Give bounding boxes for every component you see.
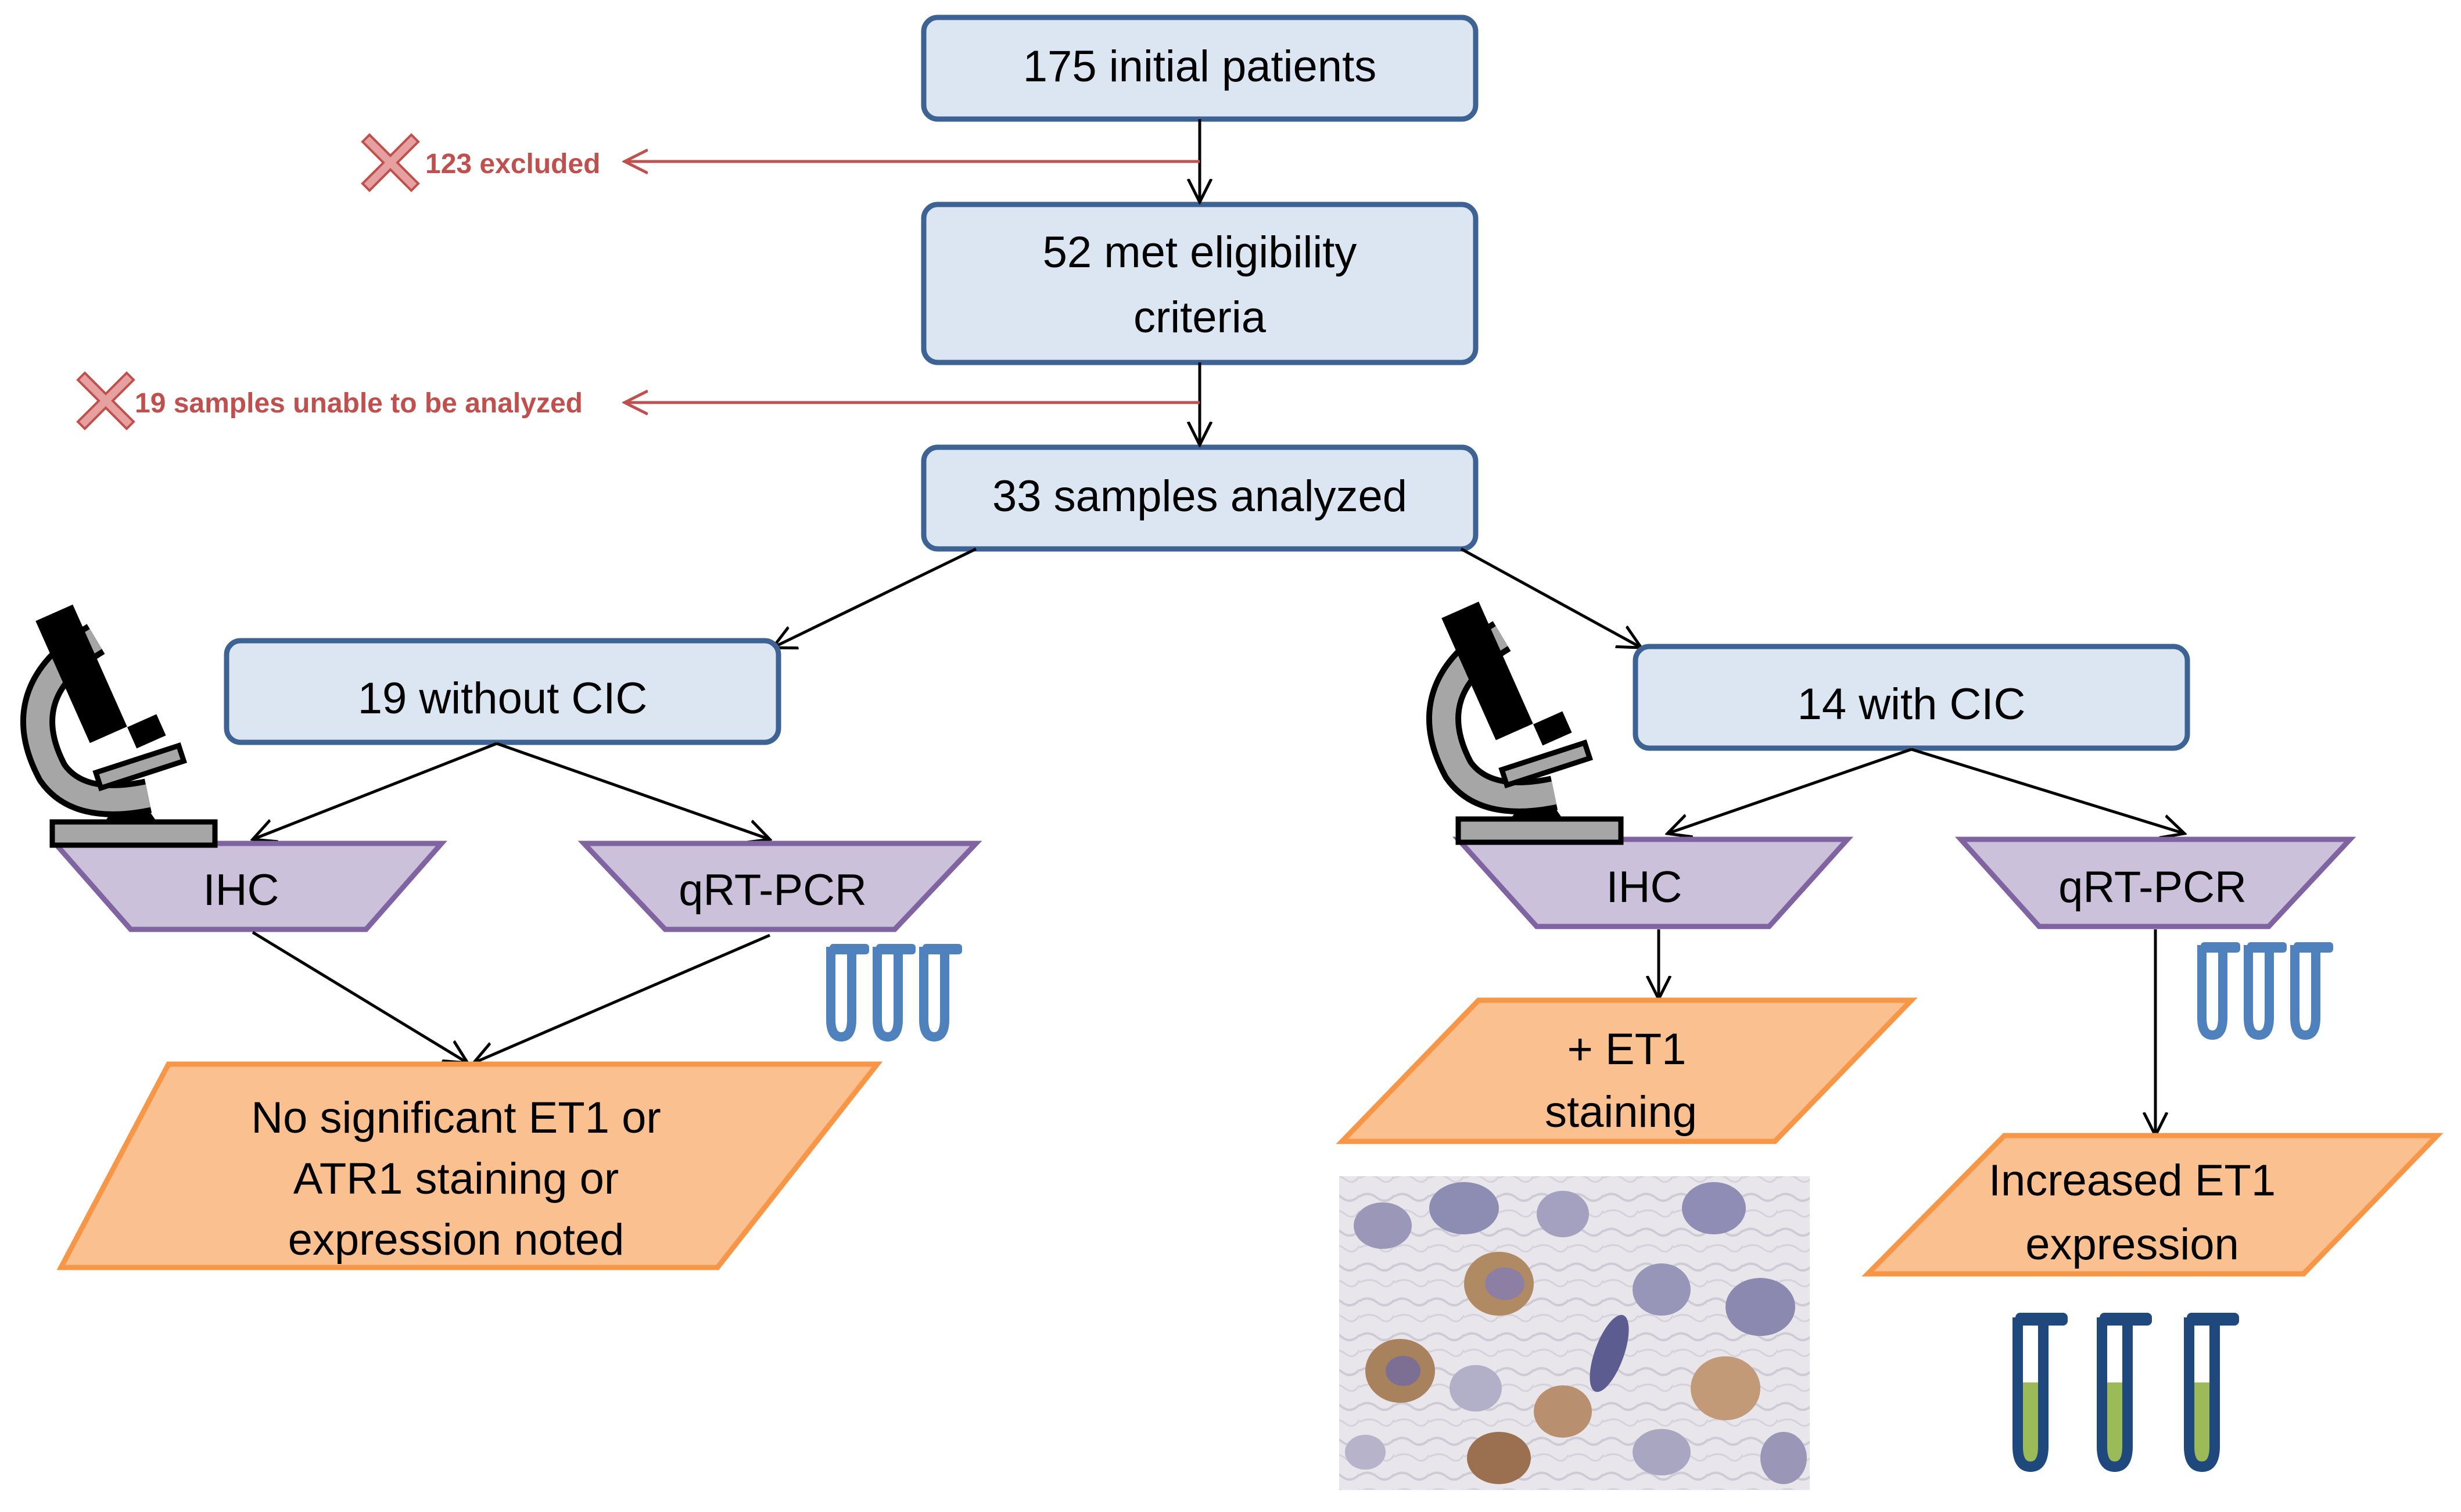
histology-image [1339, 1176, 1810, 1490]
test-tube-filled-icon [2012, 1313, 2068, 1473]
node-eligible-line1: 52 met eligibility [1043, 228, 1357, 277]
node-eligible: 52 met eligibility criteria [921, 202, 1479, 365]
node-with-cic-label: 14 with CIC [1798, 680, 2026, 729]
method-ihc-left: IHC [49, 841, 447, 932]
arrow-qrt-left-to-result [473, 933, 770, 1063]
node-initial-patients: 175 initial patients [921, 15, 1479, 122]
x-mark-icon [76, 371, 135, 430]
node-eligible-line2: criteria [1133, 293, 1267, 342]
test-tube-icon [2244, 942, 2287, 1040]
result-qrt-right-line2: expression [2025, 1220, 2239, 1269]
test-tube-icon [2197, 942, 2240, 1040]
result-qrt-right-line1: Increased ET1 [1989, 1156, 2276, 1205]
result-et1-staining: + ET1 staining [1336, 997, 1918, 1144]
method-qrt-left: qRT-PCR [577, 841, 982, 932]
arrow-to-qrt-right [1911, 748, 2184, 834]
arrow-to-qrt-left [496, 742, 770, 839]
method-qrt-right-label: qRT-PCR [2058, 863, 2247, 912]
arrow-ihc-left-to-result [252, 931, 468, 1063]
result-ihc-right-line1: + ET1 [1567, 1025, 1687, 1074]
node-with-cic: 14 with CIC [1633, 644, 2190, 751]
arrow-to-without-cic [773, 547, 977, 648]
test-tube-group-left [826, 944, 962, 1042]
arrow-to-ihc-left [253, 742, 497, 839]
result-left-line2: ATR1 staining or [293, 1154, 619, 1204]
node-initial-label: 175 initial patients [1023, 42, 1376, 91]
test-tube-group-right [2197, 942, 2333, 1040]
result-increased-et1: Increased ET1 expression [1861, 1133, 2444, 1277]
arrow-to-with-cic [1460, 547, 1641, 648]
test-tube-icon [826, 944, 869, 1042]
exclusion-label-1: 123 excluded [425, 149, 601, 179]
exclusion-label-2: 19 samples unable to be analyzed [135, 388, 583, 419]
method-qrt-right: qRT-PCR [1954, 836, 2356, 929]
method-ihc-right-label: IHC [1606, 863, 1682, 912]
test-tube-icon [873, 944, 916, 1042]
node-without-cic: 19 without CIC [224, 638, 781, 745]
node-without-cic-label: 19 without CIC [358, 674, 647, 723]
test-tube-filled-icon [2097, 1313, 2152, 1473]
microscope-icon [1426, 601, 1624, 845]
test-tube-filled-icon [2184, 1313, 2239, 1473]
method-ihc-left-label: IHC [203, 865, 279, 915]
result-left-line1: No significant ET1 or [251, 1093, 661, 1143]
arrow-to-ihc-right [1667, 748, 1912, 834]
test-tube-icon [919, 944, 962, 1042]
test-tube-icon [2290, 942, 2333, 1040]
test-tube-group-filled [2012, 1313, 2239, 1473]
node-samples-analyzed: 33 samples analyzed [921, 444, 1479, 552]
method-ihc-right: IHC [1452, 836, 1854, 929]
microscope-icon [20, 604, 218, 848]
result-left-line3: expression noted [288, 1215, 625, 1265]
x-mark-icon [361, 133, 420, 192]
node-analyzed-label: 33 samples analyzed [992, 472, 1407, 521]
result-ihc-right-line2: staining [1545, 1087, 1697, 1137]
result-no-significant: No significant ET1 or ATR1 staining or e… [56, 1061, 883, 1270]
method-qrt-left-label: qRT-PCR [679, 865, 867, 915]
